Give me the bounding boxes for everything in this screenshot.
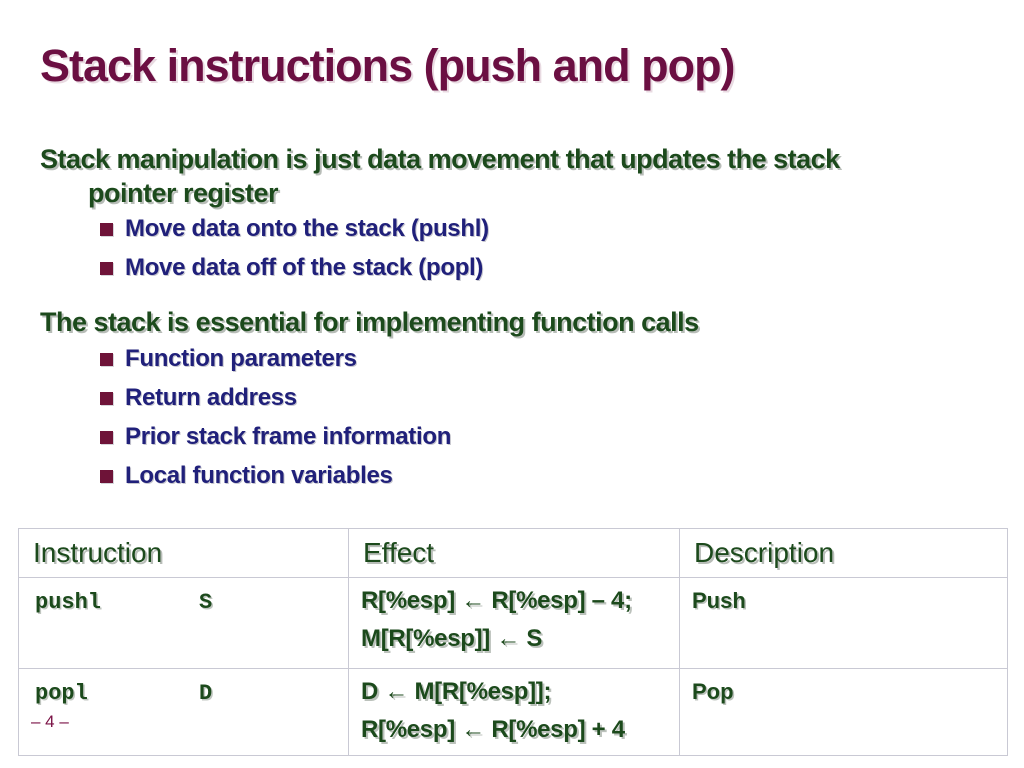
table-row-pushl: pushl S R[%esp] ← R[%esp] – 4; M[R[%esp]]… (18, 577, 1008, 669)
table-header-row: Instruction Effect Description (18, 528, 1008, 578)
operand: S (199, 590, 213, 615)
column-header-instruction: Instruction (18, 528, 349, 578)
effect-line: R[%esp] ← R[%esp] – 4; (361, 587, 632, 614)
heading-line-2: pointer register (88, 178, 279, 208)
heading-stack-essential: The stack is essential for implementing … (40, 307, 699, 337)
bullet-label: Local function variables (125, 462, 393, 489)
bullet-square-icon (100, 469, 113, 483)
list-item: Return address (100, 384, 451, 411)
operand: D (199, 681, 213, 706)
list-item: Local function variables (100, 462, 451, 489)
instruction-table: Instruction Effect Description pushl S R[… (18, 528, 1008, 756)
list-item: Move data onto the stack (pushl) (100, 215, 489, 242)
description-cell: Push (679, 577, 1008, 669)
table-row-popl: popl D D ← M[R[%esp]]; R[%esp] ← R[%esp] … (18, 668, 1008, 756)
effect-line: D ← M[R[%esp]]; (361, 678, 552, 705)
mnemonic: popl (35, 681, 88, 706)
effect-cell: R[%esp] ← R[%esp] – 4; M[R[%esp]] ← S (348, 577, 680, 669)
instruction-cell: pushl S (18, 577, 349, 669)
bullet-list-function-calls: Function parameters Return address Prior… (100, 345, 452, 502)
description-cell: Pop (679, 668, 1008, 756)
instruction-cell: popl D (18, 668, 349, 756)
effect-line: M[R[%esp]] ← S (361, 625, 543, 652)
heading-stack-manipulation: Stack manipulation is just data movement… (40, 142, 960, 210)
bullet-square-icon (100, 261, 113, 275)
bullet-label: Prior stack frame information (125, 423, 452, 450)
heading-line-1: Stack manipulation is just data movement… (40, 144, 840, 174)
bullet-label: Move data off of the stack (popl) (125, 254, 484, 281)
bullet-square-icon (100, 391, 113, 405)
list-item: Prior stack frame information (100, 423, 452, 450)
page-title: Stack instructions (push and pop) (40, 40, 736, 91)
page-number: – 4 – (31, 712, 69, 731)
bullet-square-icon (100, 222, 113, 236)
bullet-label: Return address (125, 384, 297, 411)
mnemonic: pushl (35, 590, 102, 615)
list-item: Move data off of the stack (popl) (100, 254, 489, 281)
column-header-description: Description (679, 528, 1008, 578)
bullet-square-icon (100, 430, 113, 444)
list-item: Function parameters (100, 345, 451, 372)
bullet-label: Move data onto the stack (pushl) (125, 215, 489, 242)
effect-line: R[%esp] ← R[%esp] + 4 (361, 716, 625, 743)
bullet-list-stack-manipulation: Move data onto the stack (pushl) Move da… (100, 215, 489, 294)
bullet-label: Function parameters (125, 345, 357, 372)
column-header-effect: Effect (348, 528, 680, 578)
effect-cell: D ← M[R[%esp]]; R[%esp] ← R[%esp] + 4 (348, 668, 680, 756)
bullet-square-icon (100, 352, 113, 366)
